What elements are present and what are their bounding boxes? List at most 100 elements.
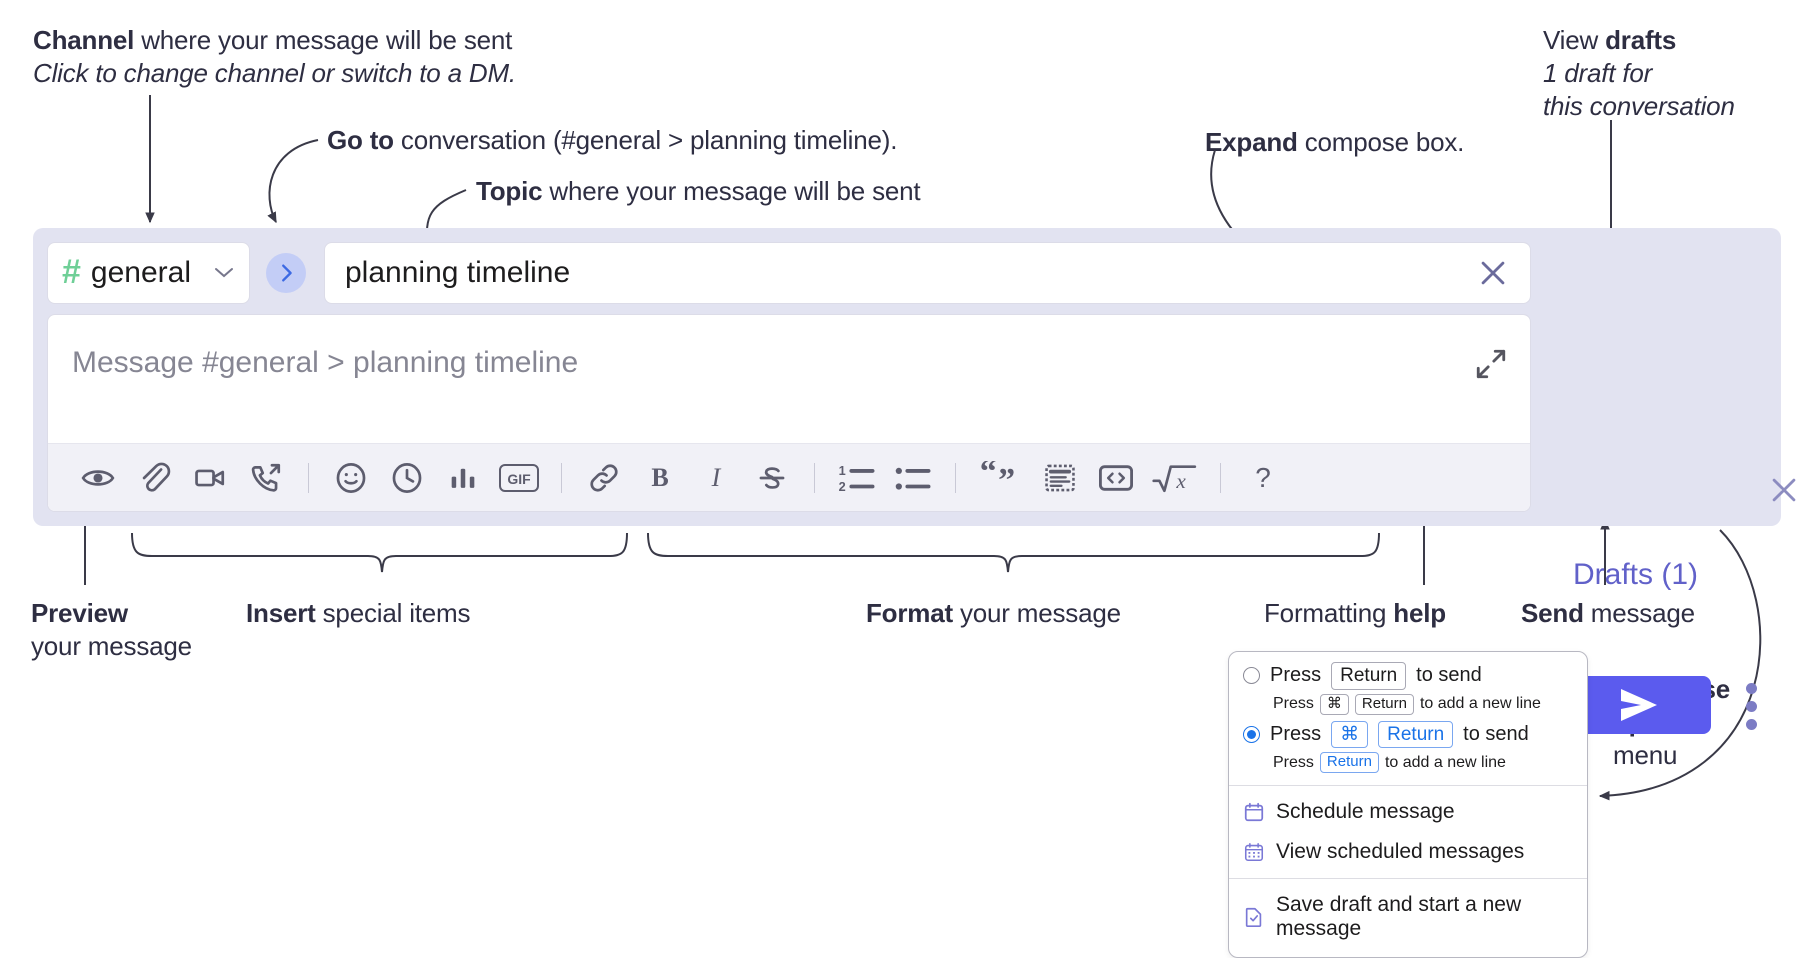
separator-1 — [308, 462, 309, 493]
link-icon[interactable] — [576, 450, 632, 506]
radio-option-return[interactable]: Press Return to send — [1243, 662, 1573, 690]
option1-sub-post: to add a new line — [1419, 695, 1541, 713]
separator-3 — [814, 462, 815, 493]
math-icon[interactable]: x — [1144, 450, 1206, 506]
bold-label: B — [651, 463, 668, 492]
annotation-topic-bold: Topic — [476, 176, 543, 206]
annotation-insert: Insert special items — [246, 597, 471, 630]
annotation-topic-rest: where your message will be sent — [542, 176, 921, 206]
bold-icon[interactable]: B — [632, 450, 688, 506]
annotation-format: Format your message — [866, 597, 1121, 630]
message-input-area[interactable]: Message #general > planning timeline — [47, 314, 1531, 512]
annotation-compose-options-rest: menu — [1613, 740, 1678, 771]
blockquote-icon[interactable]: “ ” — [970, 450, 1032, 506]
attachment-icon[interactable] — [126, 450, 182, 506]
annotation-topic: Topic where your message will be sent — [476, 175, 921, 208]
radio-button-return[interactable] — [1243, 667, 1260, 685]
help-icon[interactable]: ? — [1235, 450, 1291, 506]
option2-sub-post: to add a new line — [1384, 753, 1506, 771]
annotation-send-bold: Send — [1521, 598, 1584, 628]
annotation-channel-italic: Click to change channel or switch to a D… — [33, 58, 516, 89]
annotation-format-bold: Format — [866, 598, 953, 628]
option1-key: Return — [1331, 662, 1407, 690]
menu-item-label: View scheduled messages — [1276, 840, 1525, 863]
menu-item-label: Schedule message — [1276, 800, 1455, 823]
channel-selector[interactable]: # general — [47, 242, 250, 304]
annotation-help-bold: help — [1393, 598, 1446, 628]
bullet-list-icon[interactable] — [885, 450, 941, 506]
annotation-drafts-line3: this conversation — [1543, 91, 1735, 122]
svg-text:2: 2 — [839, 478, 846, 493]
drafts-link[interactable]: Drafts (1) — [1573, 558, 1699, 591]
annotation-drafts-plain: View — [1543, 25, 1606, 55]
chevron-down-icon — [213, 262, 235, 285]
option1-sub-key2: Return — [1354, 693, 1414, 715]
menu-item-save-draft[interactable]: Save draft and start a new message — [1229, 885, 1587, 949]
send-icon — [1621, 689, 1657, 721]
compose-inner: # general planning timeline — [47, 242, 1531, 512]
annotation-preview-bold: Preview — [31, 598, 128, 628]
annotation-goto-bold: Go to — [327, 125, 394, 155]
annotation-help-plain: Formatting — [1264, 598, 1394, 628]
option2-sub-pre: Press — [1273, 753, 1314, 771]
code-block-icon[interactable] — [1032, 450, 1088, 506]
annotation-goto-rest: conversation (#general > planning timeli… — [393, 125, 898, 155]
compose-panel: Drafts (1) # general — [33, 228, 1796, 734]
send-button[interactable] — [1567, 676, 1711, 734]
annotation-expand: Expand compose box. — [1205, 126, 1464, 159]
channel-name: general — [90, 256, 191, 289]
option1-sub-pre: Press — [1273, 695, 1314, 713]
italic-label: I — [711, 463, 722, 492]
clock-icon[interactable] — [379, 450, 435, 506]
option2-key2: Return — [1378, 720, 1454, 749]
calendar-schedule-icon — [1244, 802, 1264, 822]
separator-2 — [561, 462, 562, 493]
poll-icon[interactable] — [435, 450, 491, 506]
svg-text:x: x — [1175, 468, 1186, 492]
dot-2 — [1745, 700, 1757, 712]
separator-4 — [955, 462, 956, 493]
annotation-format-rest: your message — [952, 598, 1121, 628]
annotation-channel: Channel where your message will be sent … — [33, 24, 516, 90]
close-icon[interactable] — [1767, 473, 1801, 512]
menu-divider-1 — [1229, 785, 1587, 786]
dot-1 — [1745, 682, 1757, 694]
separator-5 — [1220, 462, 1221, 493]
ordered-list-icon[interactable]: 1 2 — [829, 450, 885, 506]
code-icon[interactable] — [1088, 450, 1144, 506]
italic-icon[interactable]: I — [688, 450, 744, 506]
gif-label: GIF — [507, 471, 531, 487]
svg-text:1: 1 — [839, 463, 846, 478]
preview-icon[interactable] — [70, 450, 126, 506]
radio-button-cmd-return[interactable] — [1243, 725, 1260, 743]
menu-item-view-scheduled[interactable]: View scheduled messages — [1229, 832, 1587, 872]
goto-conversation-button[interactable] — [266, 253, 306, 293]
annotation-expand-rest: compose box. — [1297, 127, 1465, 157]
option2-sub-key: Return — [1319, 752, 1379, 773]
menu-item-schedule-message[interactable]: Schedule message — [1229, 792, 1587, 832]
emoji-icon[interactable] — [323, 450, 379, 506]
annotation-send-rest: message — [1583, 598, 1695, 628]
strikethrough-icon[interactable] — [744, 450, 800, 506]
compose-options-button[interactable] — [1736, 680, 1766, 732]
radio-option-cmd-return[interactable]: Press ⌘ Return to send — [1243, 720, 1573, 749]
annotation-insert-rest: special items — [315, 598, 471, 628]
annotation-preview: Preview your message — [31, 597, 192, 663]
clear-topic-icon[interactable] — [1476, 256, 1510, 290]
topic-field[interactable]: planning timeline — [324, 242, 1531, 304]
option2-hint: Press Return to add a new line — [1273, 752, 1573, 773]
gif-icon[interactable]: GIF — [491, 450, 547, 506]
annotation-drafts: View drafts 1 draft for this conversatio… — [1543, 24, 1735, 123]
hash-icon: # — [62, 253, 81, 291]
option1-hint: Press ⌘ Return to add a new line — [1273, 693, 1573, 715]
video-icon[interactable] — [182, 450, 238, 506]
save-draft-icon — [1245, 907, 1262, 927]
annotation-drafts-line2: 1 draft for — [1543, 58, 1653, 89]
chevron-right-icon — [282, 264, 292, 282]
expand-icon[interactable] — [1474, 347, 1508, 386]
audio-clip-icon[interactable] — [238, 450, 294, 506]
annotation-send: Send message — [1521, 597, 1695, 630]
svg-text:“: “ — [980, 461, 997, 490]
compose-options-menu: Press Return to send Press ⌘ Return to a… — [1228, 651, 1588, 958]
option1-pre: Press — [1270, 664, 1322, 687]
